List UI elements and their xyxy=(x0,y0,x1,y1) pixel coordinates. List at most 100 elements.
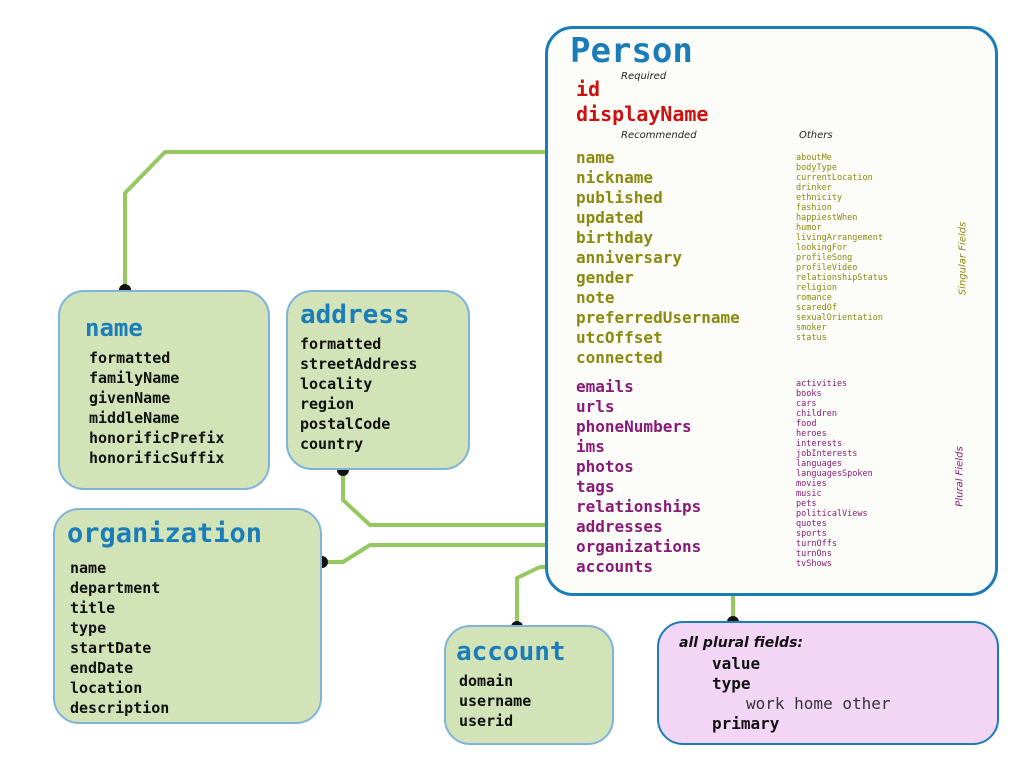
other-field: quotes xyxy=(796,519,827,529)
singular-others-list: aboutMe bodyType currentLocation drinker… xyxy=(796,153,888,343)
account-field: username xyxy=(459,692,532,710)
connector-addresses xyxy=(341,470,577,527)
plural-fields-label: Plural Fields xyxy=(954,446,966,507)
recommended-label: Recommended xyxy=(621,130,697,141)
field-nickname: nickname xyxy=(576,168,654,187)
other-field: bodyType xyxy=(796,163,837,173)
field-relationships: relationships xyxy=(576,497,702,516)
other-field: turnOns xyxy=(796,549,832,559)
other-field: profileVideo xyxy=(796,263,858,273)
organization-field: description xyxy=(70,699,170,717)
other-field: jobInterests xyxy=(796,449,858,459)
field-preferredusername: preferredUsername xyxy=(576,308,740,327)
connector-name xyxy=(123,150,577,290)
name-field: givenName xyxy=(89,389,171,407)
required-label: Required xyxy=(621,71,667,82)
plural-type-values: work home other xyxy=(746,694,891,713)
address-field: postalCode xyxy=(300,415,391,433)
person-title: Person xyxy=(570,31,693,71)
field-updated: updated xyxy=(576,208,644,227)
organization-box-fields: name department title type startDate end… xyxy=(70,558,169,718)
organization-field: location xyxy=(70,679,143,697)
field-connected: connected xyxy=(576,348,663,367)
other-field: lookingFor xyxy=(796,243,848,253)
plural-value-field: value xyxy=(712,654,761,673)
other-field: romance xyxy=(796,293,832,303)
field-organizations: organizations xyxy=(576,537,702,556)
field-gender: gender xyxy=(576,268,634,287)
other-field: religion xyxy=(796,283,837,293)
name-field: honorificSuffix xyxy=(89,449,225,467)
other-field: languages xyxy=(796,459,843,469)
field-birthday: birthday xyxy=(576,228,654,247)
organization-box-title: organization xyxy=(67,518,263,549)
person-box: Person Required id displayName Recommend… xyxy=(545,26,998,596)
other-field: relationshipStatus xyxy=(796,273,889,283)
other-field: happiestWhen xyxy=(796,213,858,223)
field-phonenumbers: phoneNumbers xyxy=(576,417,692,436)
field-note: note xyxy=(576,288,615,307)
other-field: books xyxy=(796,389,822,399)
plural-fields-heading: all plural fields: xyxy=(679,635,803,651)
name-box-fields: formatted familyName givenName middleNam… xyxy=(89,348,224,468)
other-field: aboutMe xyxy=(796,153,832,163)
address-box: address formatted streetAddress locality… xyxy=(286,290,470,470)
other-field: sexualOrientation xyxy=(796,313,883,323)
organization-field: title xyxy=(70,599,116,617)
organization-field: type xyxy=(70,619,107,637)
account-field: domain xyxy=(459,672,514,690)
field-addresses: addresses xyxy=(576,517,663,536)
address-box-title: address xyxy=(300,300,410,330)
address-field: formatted xyxy=(300,335,382,353)
field-published: published xyxy=(576,188,663,207)
others-label: Others xyxy=(799,130,833,141)
field-tags: tags xyxy=(576,477,615,496)
other-field: politicalViews xyxy=(796,509,868,519)
field-accounts: accounts xyxy=(576,557,654,576)
account-field: userid xyxy=(459,712,514,730)
field-anniversary: anniversary xyxy=(576,248,682,267)
address-field: country xyxy=(300,435,364,453)
address-field: region xyxy=(300,395,355,413)
other-field: heroes xyxy=(796,429,827,439)
other-field: status xyxy=(796,333,827,343)
account-box-title: account xyxy=(456,637,566,667)
address-field: streetAddress xyxy=(300,355,418,373)
name-box: name formatted familyName givenName midd… xyxy=(58,290,270,490)
plural-others-list: activities books cars children food hero… xyxy=(796,379,873,569)
singular-fields-label: Singular Fields xyxy=(957,221,969,296)
required-field-displayname: displayName xyxy=(576,102,709,126)
other-field: fashion xyxy=(796,203,832,213)
plural-primary-field: primary xyxy=(712,714,780,733)
other-field: food xyxy=(796,419,817,429)
other-field: humor xyxy=(796,223,822,233)
field-urls: urls xyxy=(576,397,615,416)
other-field: livingArrangement xyxy=(796,233,883,243)
required-field-id: id xyxy=(576,77,601,101)
address-field: locality xyxy=(300,375,373,393)
organization-field: department xyxy=(70,579,161,597)
other-field: children xyxy=(796,409,837,419)
plural-recommended-list: emails urls phoneNumbers ims photos tags… xyxy=(576,377,701,577)
other-field: music xyxy=(796,489,822,499)
other-field: ethnicity xyxy=(796,193,843,203)
organization-box: organization name department title type … xyxy=(53,508,322,724)
plural-type-field: type xyxy=(712,674,751,693)
field-photos: photos xyxy=(576,457,634,476)
name-field: familyName xyxy=(89,369,180,387)
other-field: profileSong xyxy=(796,253,853,263)
name-field: middleName xyxy=(89,409,180,427)
other-field: languagesSpoken xyxy=(796,469,873,479)
other-field: currentLocation xyxy=(796,173,873,183)
other-field: cars xyxy=(796,399,817,409)
other-field: smoker xyxy=(796,323,827,333)
other-field: movies xyxy=(796,479,827,489)
account-box-fields: domain username userid xyxy=(459,671,531,731)
organization-field: endDate xyxy=(70,659,134,677)
connector-organizations xyxy=(322,543,577,564)
other-field: activities xyxy=(796,379,848,389)
field-utcoffset: utcOffset xyxy=(576,328,663,347)
other-field: drinker xyxy=(796,183,832,193)
organization-field: startDate xyxy=(70,639,152,657)
singular-recommended-list: name nickname published updated birthday… xyxy=(576,148,740,368)
